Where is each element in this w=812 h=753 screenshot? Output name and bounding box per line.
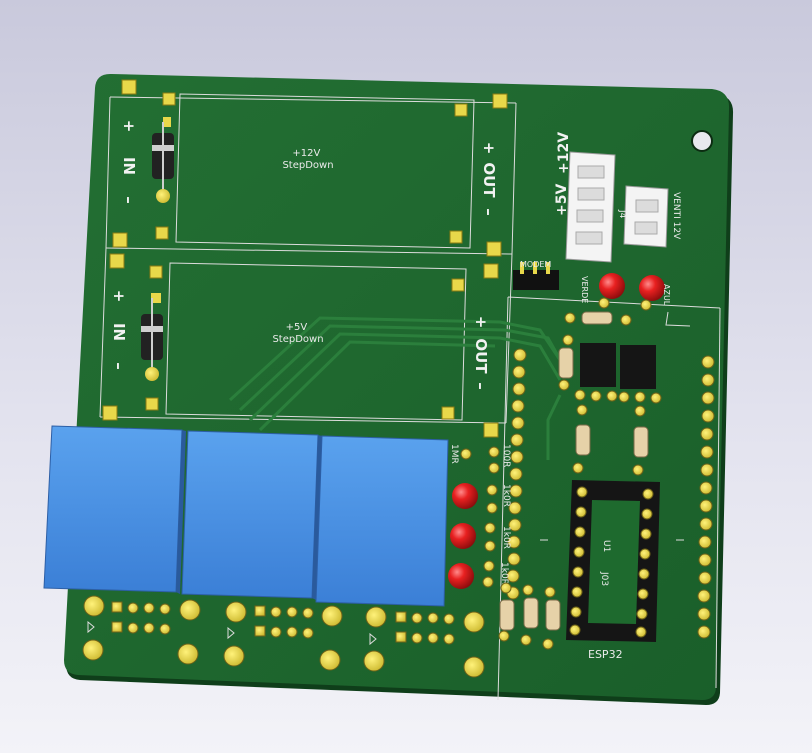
stepdown-5v-label: +5V StepDown [272, 322, 323, 345]
led-azul [639, 275, 665, 301]
r1k-c-label: 1k0R [499, 562, 509, 585]
header-right [697, 355, 715, 639]
terminal-pads-bottom [82, 595, 485, 678]
out-minus-bottom: – [472, 382, 490, 390]
modem-header [513, 262, 559, 290]
out-label-bottom: OUT [472, 338, 490, 374]
fan-connector [623, 185, 669, 248]
u1-label: U1 [601, 540, 611, 552]
mounting-hole [691, 130, 713, 152]
r1m-label: 1MR [449, 444, 459, 464]
out-plus-top: + [480, 142, 498, 155]
j4-label: J4 [617, 209, 627, 219]
stepdown-12v-label: +12V StepDown [282, 148, 333, 171]
plus5v-label: +5V [554, 184, 570, 216]
square-pads [102, 79, 508, 438]
opto-couplers [580, 343, 656, 389]
led-relay-2 [450, 523, 476, 549]
relay-3 [315, 435, 449, 607]
stepdown-12v-line2: StepDown [282, 160, 333, 171]
header-left [506, 348, 527, 600]
in-label-bottom: IN [110, 323, 128, 341]
led-relay-3 [448, 563, 474, 589]
in-label-top: IN [120, 157, 138, 175]
in-plus-top: + [120, 120, 138, 133]
modem-label: MODEM [520, 260, 551, 269]
diode-top [152, 117, 174, 203]
resistors [499, 311, 649, 631]
in-plus-bottom: + [110, 290, 128, 303]
in-minus-top: – [120, 196, 138, 204]
j03-label: J03 [599, 571, 609, 586]
relay-side-pads [460, 446, 500, 588]
stepdown-5v-line2: StepDown [272, 334, 323, 345]
ic-socket-pins [569, 486, 654, 638]
out-label-top: OUT [480, 162, 498, 198]
in-minus-bottom: – [110, 362, 128, 370]
r100r-label: 100R [501, 444, 511, 467]
r1k-b-label: 1k0R [501, 526, 511, 549]
plus12v-label: +12V [556, 132, 572, 174]
out-plus-bottom: + [472, 316, 490, 329]
silk-markers [87, 539, 684, 646]
small-round-pads [558, 297, 662, 476]
diode-bottom [141, 293, 163, 381]
verde-label: VERDE [580, 276, 589, 303]
copper-traces [228, 316, 568, 460]
stepdown-5v-line1: +5V [286, 322, 308, 333]
power-connector [565, 151, 616, 263]
out-minus-top: – [480, 208, 498, 216]
relay-2 [181, 430, 322, 600]
ic-socket-esp32 [566, 480, 660, 642]
r1k-a-label: 1k0R [501, 484, 511, 507]
led-verde [599, 273, 625, 299]
venti-label: VENTI 12V [671, 192, 681, 240]
esp32-label: ESP32 [588, 648, 623, 661]
led-relay-1 [452, 483, 478, 509]
small-pads-bottom [111, 582, 556, 650]
azul-label: AZUL [662, 284, 671, 306]
stepdown-12v-line1: +12V [292, 148, 320, 159]
relay-1 [43, 425, 186, 594]
